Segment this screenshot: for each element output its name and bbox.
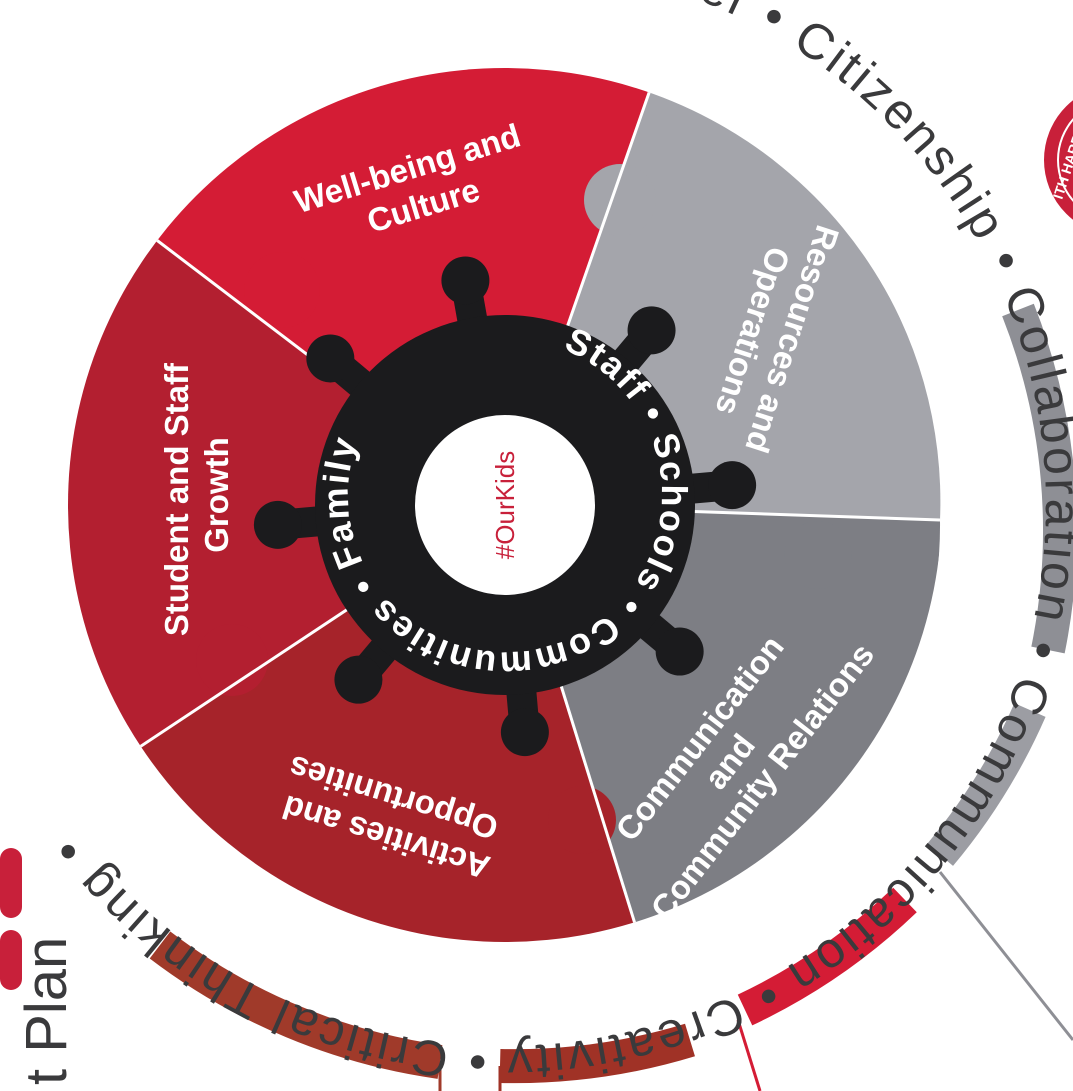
hub-knob <box>441 256 490 305</box>
seal-inner-ring <box>1057 118 1073 202</box>
connector-lines <box>438 871 1073 1091</box>
gray-bracket-upper <box>1002 303 1073 654</box>
puzzle-tab-4 <box>548 786 616 854</box>
logo-fragment-red-1 <box>0 848 22 918</box>
hub-knob <box>334 655 383 704</box>
gray-bracket-lower <box>926 703 1046 866</box>
puzzle-tab-3 <box>784 521 852 589</box>
logo-fragment <box>0 848 22 990</box>
ring-word: Creativity <box>504 985 753 1091</box>
puzzle-tab-1 <box>244 252 320 328</box>
puzzle-ring <box>68 68 941 942</box>
puzzle-tab-2 <box>584 164 656 236</box>
plan-title-fragment: t Plan <box>14 937 79 1085</box>
ring-separator: • <box>446 1032 504 1091</box>
ring-word: Character <box>505 0 763 29</box>
logo-fragment-red-2 <box>0 930 22 990</box>
hub-knob <box>306 334 355 383</box>
hub-knob <box>655 627 704 676</box>
connector-gray <box>938 871 1073 1041</box>
piece-growth <box>68 235 505 760</box>
ring-word: Collaboration <box>993 278 1073 630</box>
center-tag: #OurKids <box>490 451 520 559</box>
label-growth: Student and Staff Growth <box>158 354 235 636</box>
outer-brackets <box>149 303 1073 1084</box>
hub-knob <box>500 708 549 757</box>
hub-knob <box>708 461 757 510</box>
district-seal: ITH HARB <box>1040 95 1073 225</box>
puzzle-tab-5 <box>196 624 268 696</box>
hub-center-disc <box>415 415 595 595</box>
red-bracket <box>737 887 917 1026</box>
hub-knob <box>627 306 676 355</box>
hub-knob <box>253 500 302 549</box>
brown-bracket-right <box>499 1023 695 1084</box>
connector-red <box>736 1019 762 1091</box>
brown-bracket-left <box>149 931 443 1079</box>
